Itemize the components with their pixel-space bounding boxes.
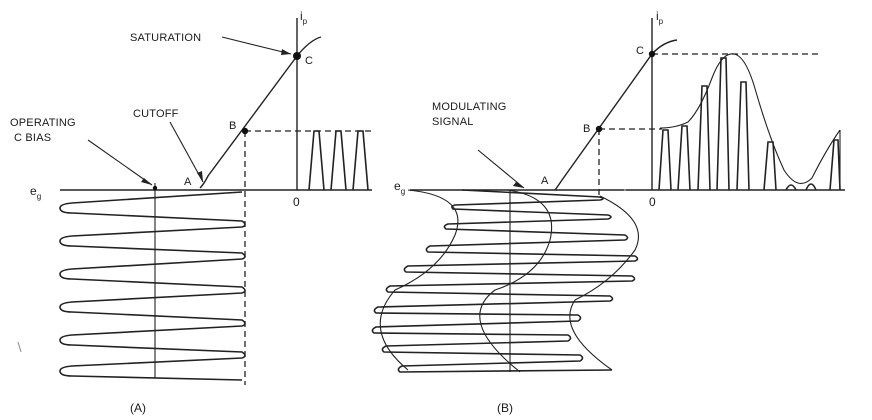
panel-b: MODULATING SIGNAL A B C 0 ip eg (B)	[371, 9, 845, 415]
panel-b-modulating-label-line2: SIGNAL	[432, 116, 474, 128]
panel-b-output-envelope	[659, 53, 841, 184]
panel-b-envelope-left	[379, 189, 459, 371]
panel-a-grid-signal	[59, 191, 246, 381]
panel-a-origin-label: 0	[293, 195, 300, 209]
scan-mark	[17, 341, 22, 353]
scan-dot	[624, 189, 626, 191]
panel-b-envelope-mid	[479, 189, 553, 373]
panel-a-caption: (A)	[130, 401, 146, 415]
panel-b-origin-label: 0	[649, 195, 656, 209]
panel-a-bias-point	[152, 185, 158, 191]
panel-a-cutoff-label: CUTOFF	[133, 108, 179, 120]
panel-a-saturation-arrow	[221, 36, 292, 55]
panel-a-y-axis-label: ip	[300, 9, 308, 26]
panel-b-modulating-arrow	[477, 149, 525, 189]
panel-b-modulating-label-line1: MODULATING	[432, 101, 507, 113]
panel-a-point-b-label: B	[229, 120, 236, 132]
panel-a: SATURATION CUTOFF OPERATING C BIAS A B C…	[10, 9, 372, 415]
panel-a-saturation-label: SATURATION	[130, 32, 201, 44]
panel-b-y-axis-label: ip	[656, 9, 664, 26]
panel-a-characteristic-curve	[199, 36, 322, 189]
panel-a-point-b	[241, 127, 249, 135]
panel-b-point-b	[595, 125, 603, 133]
panel-a-output-pulses	[308, 130, 369, 191]
panel-a-bias-label-line1: OPERATING	[10, 117, 76, 129]
panel-b-point-b-label: B	[583, 123, 590, 135]
panel-b-characteristic-curve	[554, 39, 678, 191]
panel-b-envelope-right	[569, 195, 640, 371]
panel-a-point-c	[293, 52, 301, 60]
panel-a-cutoff-arrow	[169, 121, 204, 183]
panel-b-point-c	[648, 50, 656, 58]
panel-b-x-axis-label: eg	[394, 179, 405, 196]
panel-a-x-axis-label: eg	[30, 184, 41, 201]
panel-b-point-a-label: A	[541, 175, 549, 187]
panel-b-point-c-label: C	[636, 45, 644, 57]
panel-a-point-c-label: C	[305, 55, 313, 67]
panel-b-output-pulses	[658, 57, 841, 191]
panel-a-bias-label-line2: C BIAS	[14, 132, 51, 144]
panel-a-point-a-label: A	[184, 176, 192, 188]
panel-a-bias-arrow	[87, 139, 153, 186]
panel-b-caption: (B)	[497, 401, 513, 415]
